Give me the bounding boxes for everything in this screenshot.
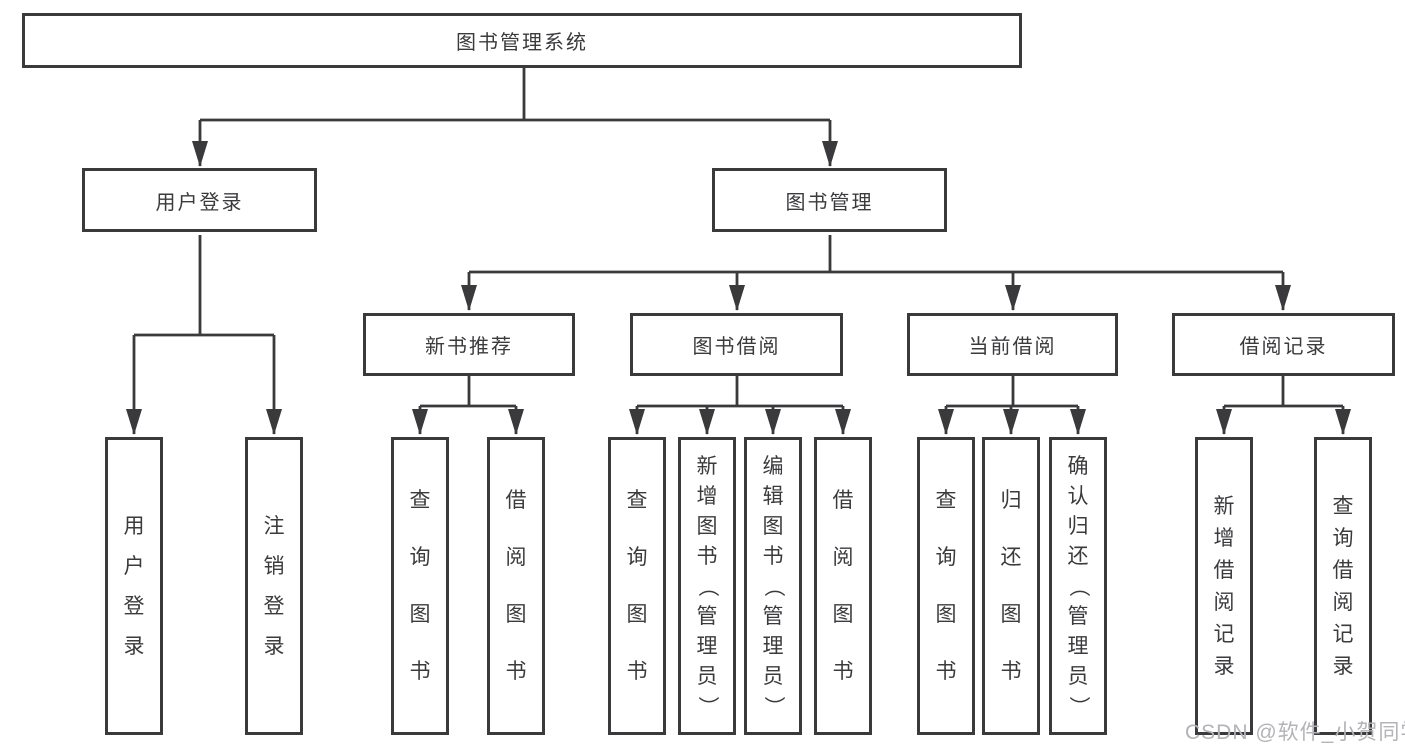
watermark: CSDN @软件_小贺同学 — [1185, 721, 1405, 744]
leaf-borrowing-edit-books-admin: 编辑图书（管理员） — [744, 437, 802, 735]
leaf-records-query-record: 查询借阅记录 — [1314, 437, 1372, 735]
leaf-recommend-borrow-books: 借阅图书 — [487, 437, 545, 735]
leaf-current-confirm-return-admin: 确认归还（管理员） — [1049, 437, 1107, 735]
leaf-logout: 注销登录 — [245, 437, 303, 735]
node-book-borrowing: 图书借阅 — [630, 313, 843, 376]
node-book-management: 图书管理 — [712, 168, 947, 232]
node-borrowing-records: 借阅记录 — [1172, 313, 1395, 376]
node-current-borrowing: 当前借阅 — [907, 313, 1118, 376]
leaf-records-add-record: 新增借阅记录 — [1195, 437, 1253, 735]
leaf-borrowing-query-books: 查询图书 — [608, 437, 666, 735]
leaf-borrowing-add-books-admin: 新增图书（管理员） — [678, 437, 736, 735]
node-new-book-recommendation: 新书推荐 — [363, 313, 575, 376]
leaf-recommend-query-books: 查询图书 — [391, 437, 449, 735]
node-user-login: 用户登录 — [82, 168, 317, 232]
leaf-borrowing-borrow-books: 借阅图书 — [814, 437, 872, 735]
leaf-user-login: 用户登录 — [105, 437, 163, 735]
leaf-current-return-books: 归还图书 — [982, 437, 1040, 735]
leaf-current-query-books: 查询图书 — [917, 437, 975, 735]
node-root: 图书管理系统 — [22, 13, 1022, 68]
